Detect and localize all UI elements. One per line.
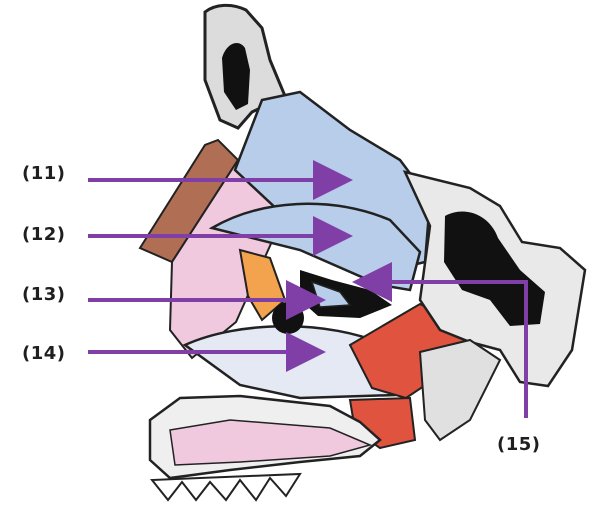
label-13: (13)	[22, 284, 66, 305]
label-11: (11)	[22, 163, 66, 184]
label-15: (15)	[497, 434, 541, 455]
label-12: (12)	[22, 224, 66, 245]
posterior-plate	[420, 340, 500, 440]
ostium-dark	[272, 302, 304, 334]
label-14: (14)	[22, 343, 66, 364]
